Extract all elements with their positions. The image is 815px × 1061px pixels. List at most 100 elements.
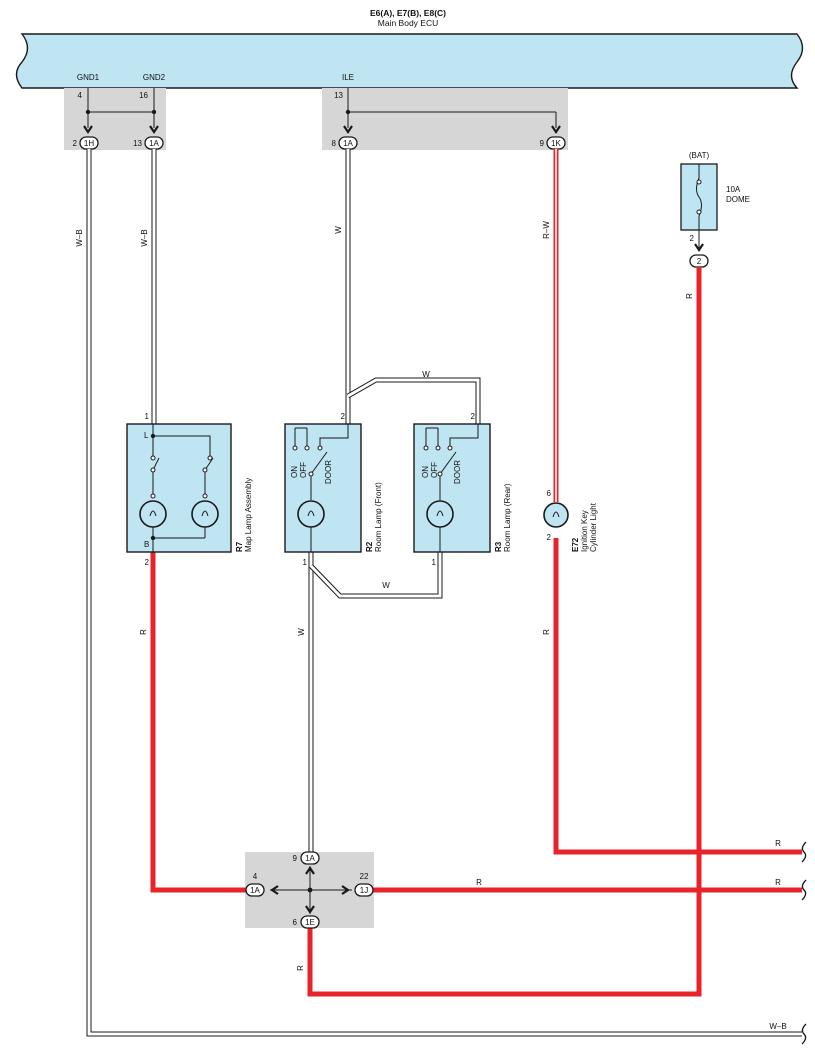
wire-w-bottom bbox=[308, 552, 443, 852]
connector-1k: 1K bbox=[546, 136, 566, 150]
wire-label-wb-bottom: W–B bbox=[769, 1022, 786, 1031]
svg-text:1A: 1A bbox=[250, 886, 260, 895]
connector-1j-pin: 22 bbox=[360, 872, 369, 881]
svg-text:R2: R2 bbox=[365, 541, 374, 552]
svg-text:1E: 1E bbox=[305, 918, 315, 927]
connector-1a-bottom-left-pin: 4 bbox=[253, 872, 258, 881]
svg-text:Room Lamp (Front): Room Lamp (Front) bbox=[374, 482, 383, 552]
wire-wb-gnd1 bbox=[86, 149, 802, 1037]
connector-1a-bottom-left: 1A bbox=[245, 883, 265, 897]
connector-1h: 1H bbox=[79, 136, 99, 150]
r3-label: R3 Room Lamp (Rear) bbox=[494, 483, 512, 552]
fuse-supply: (BAT) bbox=[689, 151, 710, 160]
pin-num-ile: 13 bbox=[334, 91, 343, 100]
wire-label-r-map: R bbox=[139, 629, 148, 635]
connector-1j: 1J bbox=[354, 883, 374, 897]
wire-r-key bbox=[553, 538, 802, 855]
svg-text:R3: R3 bbox=[494, 541, 503, 552]
connector-1h-pin: 2 bbox=[73, 139, 78, 148]
r3-pin-bottom: 1 bbox=[432, 558, 437, 567]
ecu-connector-zone-right bbox=[322, 88, 568, 150]
fuse-terminal bbox=[696, 209, 702, 215]
fuse-connector: 2 bbox=[689, 254, 709, 268]
ecu-body bbox=[15, 33, 804, 89]
connector-1a-bottom-top: 1A bbox=[300, 851, 320, 865]
wire-w-ile bbox=[345, 149, 481, 424]
svg-text:1A: 1A bbox=[343, 139, 353, 148]
fuse-terminal bbox=[696, 179, 702, 185]
ecu-name: Main Body ECU bbox=[378, 18, 438, 28]
wire-label-wb1: W–B bbox=[75, 229, 84, 246]
connector-1a-ile-pin: 8 bbox=[332, 139, 337, 148]
splice-dot bbox=[85, 109, 91, 115]
connector-1k-pin: 9 bbox=[540, 139, 545, 148]
r7-pin-bottom: 2 bbox=[145, 558, 150, 567]
splice-dot bbox=[345, 109, 351, 115]
fuse-name: DOME bbox=[726, 195, 750, 204]
pin-name-gnd1: GND1 bbox=[77, 73, 100, 82]
pin-num-gnd2: 16 bbox=[139, 91, 148, 100]
splice-dot bbox=[307, 887, 313, 893]
wire-label-w-bridge-top: W bbox=[422, 370, 430, 379]
wire-label-w-bridge-bottom: W bbox=[382, 581, 390, 590]
component-r2-room-lamp-front bbox=[284, 423, 362, 553]
svg-text:ON: ON bbox=[421, 466, 430, 478]
wire-label-w1: W bbox=[334, 226, 343, 234]
r2-label: R2 Room Lamp (Front) bbox=[365, 482, 383, 552]
svg-text:OFF: OFF bbox=[299, 462, 308, 478]
svg-text:Cylinder Light: Cylinder Light bbox=[589, 502, 598, 552]
r2-pin-bottom: 1 bbox=[303, 558, 308, 567]
r7-pin-top: 1 bbox=[145, 412, 150, 421]
pin-num-gnd1: 4 bbox=[78, 91, 83, 100]
r3-pin-top: 2 bbox=[471, 412, 476, 421]
r7-term-l: L bbox=[144, 431, 149, 440]
svg-text:R7: R7 bbox=[235, 541, 244, 552]
fuse-arrow bbox=[694, 243, 704, 252]
e72-pin-top: 6 bbox=[547, 489, 552, 498]
svg-text:Ignition Key: Ignition Key bbox=[580, 510, 589, 552]
wire-r-map bbox=[150, 552, 246, 893]
svg-text:ON: ON bbox=[290, 466, 299, 478]
splice-dot bbox=[151, 109, 157, 115]
connector-1a-gnd2: 1A bbox=[144, 136, 164, 150]
svg-text:1K: 1K bbox=[551, 139, 561, 148]
component-r7-map-lamp bbox=[126, 423, 232, 553]
wire-label-r-right1: R bbox=[775, 839, 781, 848]
svg-text:Room Lamp (Rear): Room Lamp (Rear) bbox=[503, 483, 512, 552]
r3-switch-labels: ON OFF DOOR bbox=[421, 460, 462, 484]
connector-1e-pin: 6 bbox=[293, 918, 298, 927]
svg-text:E72: E72 bbox=[571, 537, 580, 552]
wire-label-r-bottom: R bbox=[296, 965, 305, 971]
wire-label-r-right2: R bbox=[476, 878, 482, 887]
red-wires bbox=[150, 267, 802, 997]
wire-label-r-key: R bbox=[542, 629, 551, 635]
continuation-marks bbox=[801, 841, 807, 1045]
junction-arrows bbox=[270, 866, 350, 914]
e72-pin-bottom: 2 bbox=[547, 533, 552, 542]
wire-label-rw: R–W bbox=[542, 221, 551, 239]
wire-label-w-down: W bbox=[297, 628, 306, 636]
r7-term-b: B bbox=[144, 540, 149, 549]
r2-switch-labels: ON OFF DOOR bbox=[290, 460, 333, 484]
fuse-rating: 10A bbox=[726, 185, 741, 194]
svg-text:1J: 1J bbox=[360, 886, 368, 895]
wire-label-wb2: W–B bbox=[140, 229, 149, 246]
svg-text:DOOR: DOOR bbox=[453, 460, 462, 484]
ecu-internal-wires bbox=[87, 88, 557, 128]
pin-name-gnd2: GND2 bbox=[143, 73, 166, 82]
pin-name-ile: ILE bbox=[342, 73, 354, 82]
connector-1a-ile: 1A bbox=[338, 136, 358, 150]
connector-1e: 1E bbox=[300, 915, 320, 929]
fuse-pin: 2 bbox=[690, 234, 695, 243]
svg-text:1A: 1A bbox=[149, 139, 159, 148]
svg-text:OFF: OFF bbox=[430, 462, 439, 478]
connector-1a-gnd2-pin: 13 bbox=[133, 139, 142, 148]
component-e72-key-light bbox=[543, 502, 569, 528]
wire-label-r-fuse: R bbox=[685, 293, 694, 299]
wire-label-r-right3: R bbox=[775, 878, 781, 887]
svg-text:2: 2 bbox=[697, 257, 702, 266]
svg-text:DOOR: DOOR bbox=[324, 460, 333, 484]
wire-r-fuse bbox=[307, 267, 702, 997]
svg-text:1A: 1A bbox=[305, 854, 315, 863]
